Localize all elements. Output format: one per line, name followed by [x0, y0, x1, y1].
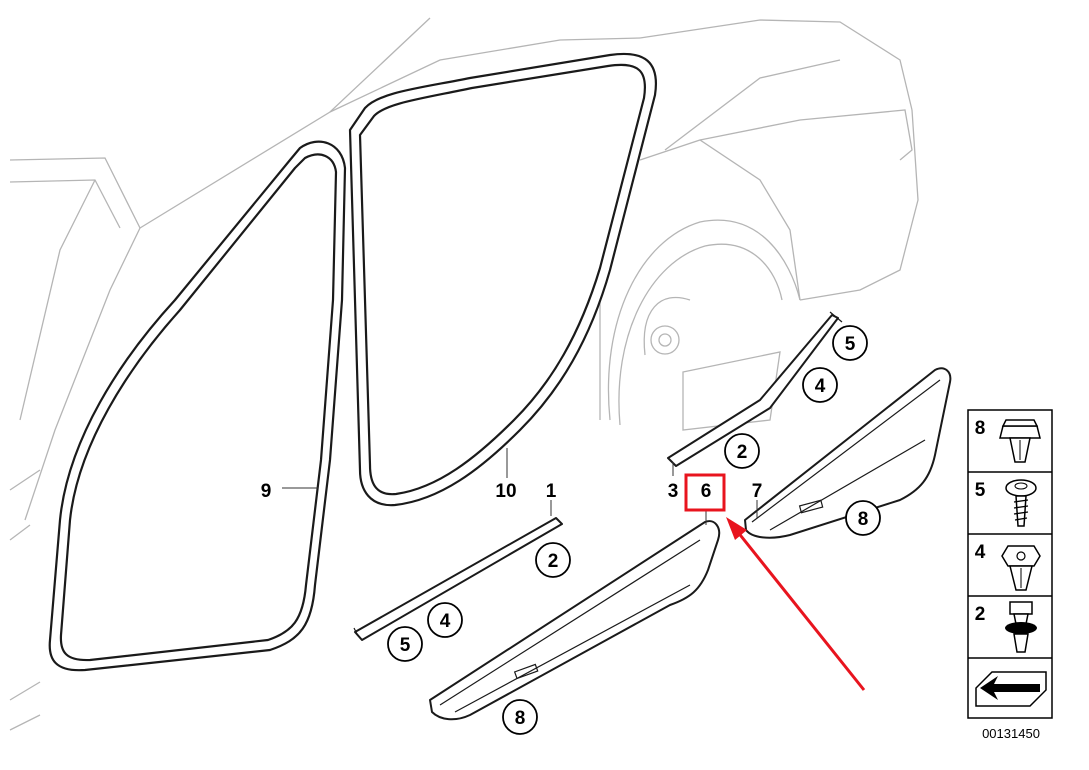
- callout-7: 7: [752, 481, 763, 502]
- svg-text:2: 2: [975, 604, 986, 625]
- trim-strip-front: [353, 517, 563, 641]
- panel-row-5: 5: [975, 479, 1037, 527]
- push-rivet-icon: [1005, 601, 1037, 653]
- callouts-plain: 9 10 1 3 6 7: [261, 481, 763, 502]
- highlight-annotation: [684, 473, 866, 691]
- callouts-circled: 5 4 2 8 2 4 5 8: [387, 325, 881, 735]
- door-seal-front: [48, 140, 347, 672]
- car-body-outline: [9, 17, 919, 731]
- circled-callout-5-rear: 5: [832, 325, 868, 361]
- svg-text:2: 2: [548, 551, 559, 572]
- highlight-arrow-head: [726, 517, 747, 540]
- svg-text:4: 4: [815, 376, 826, 397]
- svg-text:2: 2: [737, 442, 748, 463]
- svg-text:5: 5: [400, 635, 411, 656]
- circled-callout-4-front: 4: [427, 602, 463, 638]
- callout-3: 3: [668, 481, 679, 502]
- sill-plate-front: [429, 520, 721, 721]
- svg-text:8: 8: [975, 418, 986, 439]
- circled-callout-8-rear: 8: [845, 500, 881, 536]
- circled-callout-2-rear: 2: [724, 433, 760, 469]
- svg-text:5: 5: [845, 334, 856, 355]
- panel-row-8: 8: [975, 418, 1041, 463]
- clip-icon: [999, 419, 1041, 463]
- trim-strip-rear: [667, 311, 843, 467]
- door-seal-rear: [348, 52, 657, 507]
- nut-icon: [1001, 545, 1041, 591]
- part-number: 00131450: [982, 726, 1040, 741]
- callout-9: 9: [261, 481, 272, 502]
- callout-6: 6: [701, 481, 712, 502]
- panel-row-2: 2: [975, 601, 1037, 653]
- leader-lines: [282, 448, 758, 525]
- screw-icon: [1005, 479, 1037, 527]
- svg-text:4: 4: [440, 611, 451, 632]
- svg-text:8: 8: [515, 708, 526, 729]
- sill-plate-rear: [744, 367, 952, 539]
- svg-text:4: 4: [975, 542, 986, 563]
- panel-row-4: 4: [975, 542, 1041, 591]
- circled-callout-8-front: 8: [502, 699, 538, 735]
- callout-10: 10: [495, 481, 516, 502]
- fastener-panel: 8 5 4: [967, 409, 1053, 741]
- callout-1: 1: [546, 481, 557, 502]
- circled-callout-5-front: 5: [387, 626, 423, 662]
- svg-text:5: 5: [975, 480, 986, 501]
- highlight-box: [684, 473, 726, 512]
- highlight-arrow-shaft: [731, 525, 866, 691]
- circled-callout-4-rear: 4: [802, 367, 838, 403]
- assembly-arrow-icon: [975, 671, 1047, 707]
- circled-callout-2-front: 2: [535, 542, 571, 578]
- svg-text:8: 8: [858, 509, 869, 530]
